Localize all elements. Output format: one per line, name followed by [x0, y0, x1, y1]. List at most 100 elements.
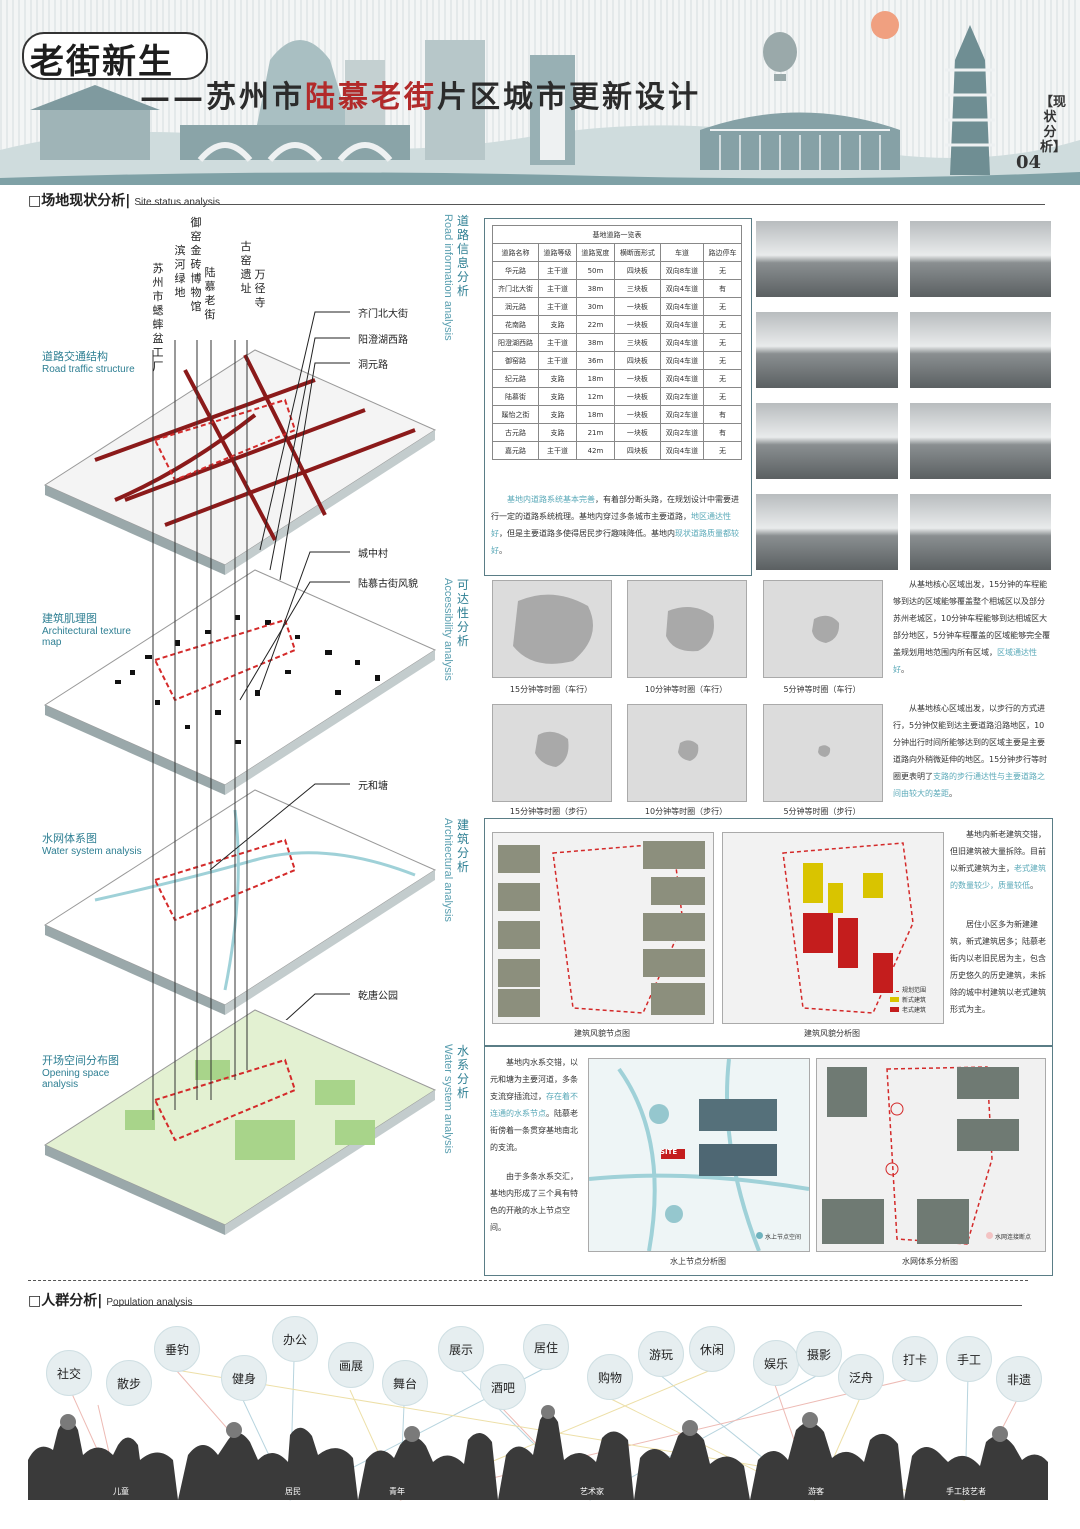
isochrone-caption: 5分钟等时圈（车行）	[783, 685, 861, 694]
table-cell: 四块板	[613, 261, 661, 280]
callout-leaders	[209, 311, 350, 1020]
street-photo	[910, 403, 1051, 479]
table-cell: 无	[703, 315, 742, 334]
table-cell: 四块板	[613, 351, 661, 370]
arch-text-2: 居住小区多为新建建筑，新式建筑居多；陆慕老街内以老旧民居为主，包含历史悠久的历史…	[950, 920, 1046, 1014]
table-cell: 双向4车道	[659, 297, 705, 316]
isochrone-caption: 5分钟等时圈（步行）	[783, 807, 861, 816]
water-legend: 水上节点空间	[756, 1232, 801, 1241]
activity-bubble: 手工	[946, 1336, 992, 1382]
vtitle-water-en: Water system analysis	[442, 1044, 454, 1154]
isochrone-map	[763, 580, 883, 678]
table-cell: 无	[703, 369, 742, 388]
table-cell: 18m	[575, 369, 615, 388]
table-cell: 主干道	[538, 261, 577, 280]
table-cell: 双向4车道	[659, 351, 705, 370]
water-network-map	[816, 1058, 1046, 1252]
table-cell: 42m	[575, 441, 615, 460]
site-section-title: □场地现状分析|Site status analysis	[28, 193, 220, 209]
isochrone-caption: 10分钟等时圈（步行）	[644, 807, 728, 816]
table-cell: 一块板	[613, 387, 661, 406]
site-tag: SITE	[660, 1148, 678, 1156]
layer-water	[43, 789, 437, 1015]
table-cell: 22m	[575, 315, 615, 334]
section-divider	[140, 204, 1045, 205]
activity-bubble: 酒吧	[480, 1364, 526, 1410]
table-cell: 纪元路	[492, 369, 539, 388]
isochrone-map	[763, 704, 883, 802]
table-cell: 无	[703, 387, 742, 406]
table-cell: 一块板	[613, 423, 661, 442]
section-divider	[112, 1305, 1022, 1306]
arch-analysis-map	[722, 832, 944, 1024]
street-photo	[756, 312, 898, 388]
callout-label: 陆慕古街风貌	[358, 579, 418, 590]
callout-label: 元和塘	[358, 781, 388, 792]
table-cell: 一块板	[613, 297, 661, 316]
table-cell: 有	[703, 423, 742, 442]
table-cell: 双向2车道	[659, 387, 705, 406]
isochrone-caption: 15分钟等时圈（车行）	[509, 685, 593, 694]
table-cell: 无	[703, 261, 742, 280]
landmark-label: 古窑遗址	[240, 240, 252, 295]
access-text-car: 从基地核心区域出发，15分钟的车程能够到达的区域能够覆盖整个相城区以及部分苏州老…	[893, 580, 1051, 674]
table-cell: 阳澄湖西路	[492, 333, 539, 352]
vtitle-water: 水系分析	[456, 1044, 469, 1100]
table-cell: 支路	[538, 423, 577, 442]
table-cell: 双向4车道	[659, 279, 705, 298]
activity-bubble: 购物	[587, 1354, 633, 1400]
road-table-header: 横断面形式	[613, 243, 661, 262]
activity-bubble: 非遗	[996, 1356, 1042, 1402]
layer-buildings	[43, 569, 437, 795]
road-table-header: 道路等级	[538, 243, 577, 262]
callout-label: 城中村	[358, 549, 388, 560]
layer-road	[43, 349, 437, 575]
arch-node-map	[492, 832, 714, 1024]
water-node-map	[588, 1058, 810, 1252]
table-cell: 双向2车道	[659, 423, 705, 442]
table-cell: 华元路	[492, 261, 539, 280]
table-cell: 三块板	[613, 333, 661, 352]
water-text: 基地内水系交错，以元和塘为主要河道，多条支流穿插流过，存在着不连通的水系节点。陆…	[490, 1058, 578, 1152]
activity-bubble: 办公	[272, 1316, 318, 1362]
table-cell: 支路	[538, 315, 577, 334]
activity-bubble: 休闲	[689, 1326, 735, 1372]
table-cell: 有	[703, 279, 742, 298]
activity-bubble: 娱乐	[753, 1340, 799, 1386]
table-cell: 润元路	[492, 297, 539, 316]
table-cell: 双向8车道	[659, 261, 705, 280]
landmark-label: 苏州市蟋蟀盆工厂	[152, 262, 164, 373]
table-cell: 支路	[538, 405, 577, 424]
isochrone-map	[492, 580, 612, 678]
activity-bubble: 居住	[523, 1324, 569, 1370]
vtitle-arch-en: Architectural analysis	[442, 818, 454, 922]
poster-title: 老街新生	[30, 42, 174, 82]
isochrone-map	[627, 580, 747, 678]
table-cell: 有	[703, 405, 742, 424]
table-cell: 古元路	[492, 423, 539, 442]
table-cell: 18m	[575, 405, 615, 424]
road-table-header: 车道	[659, 243, 705, 262]
landmark-label: 滨河绿地	[174, 244, 186, 299]
vtitle-access: 可达性分析	[456, 578, 469, 648]
isochrone-caption: 15分钟等时圈（步行）	[509, 807, 593, 816]
table-cell: 主干道	[538, 333, 577, 352]
table-cell: 双向2车道	[659, 405, 705, 424]
isochrone-map	[492, 704, 612, 802]
table-cell: 一块板	[613, 405, 661, 424]
activity-bubble: 打卡	[892, 1336, 938, 1382]
landmark-label: 陆慕老街	[204, 266, 216, 321]
road-table-header: 道路名称	[492, 243, 539, 262]
activity-bubble: 垂钓	[154, 1326, 200, 1372]
group-label: 青年	[389, 1487, 405, 1496]
